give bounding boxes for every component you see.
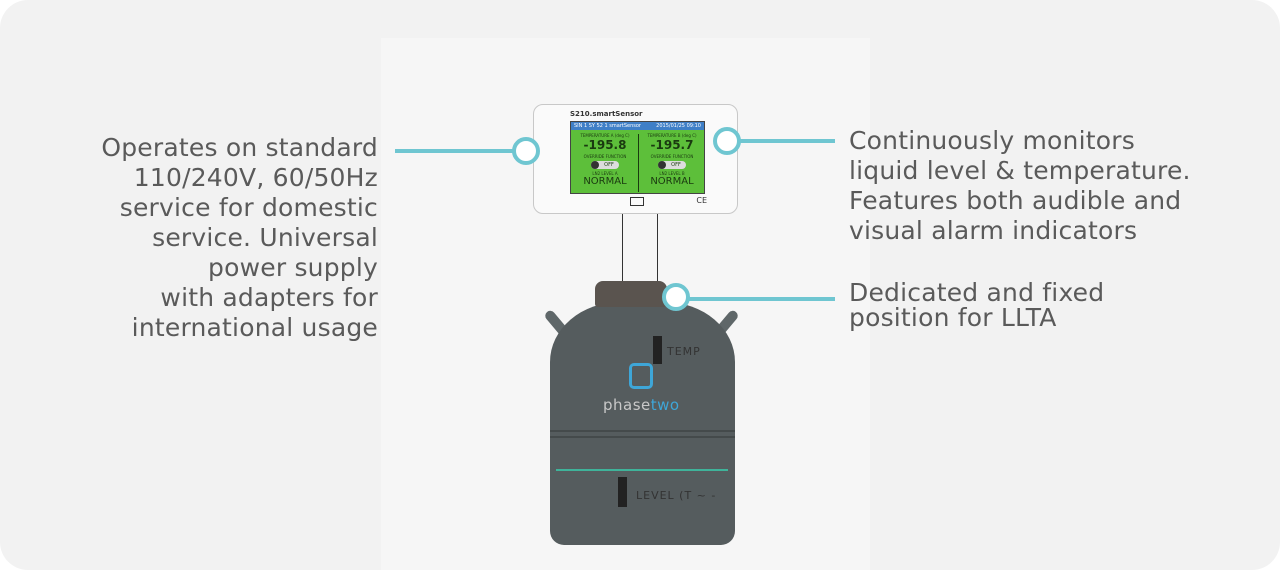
callout-dot-power bbox=[512, 137, 540, 165]
callout-line: service. Universal bbox=[152, 223, 378, 252]
brand-part: phase bbox=[603, 396, 651, 414]
brand-part: two bbox=[650, 396, 680, 414]
callout-dot-llta bbox=[662, 283, 690, 311]
callout-line: power supply bbox=[208, 253, 378, 282]
status-bar: SIN 1 SY 52 1 smartSensor 2015/01/25 09:1… bbox=[571, 122, 704, 130]
touch-icon bbox=[630, 197, 644, 206]
tank-lid bbox=[595, 281, 667, 307]
sensor-model: S210.smartSensor bbox=[570, 110, 643, 118]
brand-name: phasetwo bbox=[603, 396, 680, 414]
level-label: LEVEL (T ~ - bbox=[636, 489, 717, 502]
callout-line: position for LLTA bbox=[849, 303, 1057, 332]
temp-label: TEMPERATURE B (deg C) bbox=[647, 133, 697, 138]
callout-line: 110/240V, 60/50Hz bbox=[133, 163, 378, 192]
callout-monitoring: Continuously monitors liquid level & tem… bbox=[849, 126, 1191, 246]
level-line bbox=[556, 469, 728, 471]
connector-line-monitoring bbox=[738, 139, 835, 143]
channel-a: TEMPERATURE A (deg C) -195.8 OVERRIDE FU… bbox=[572, 131, 638, 194]
callout-dot-monitoring bbox=[713, 127, 741, 155]
temp-probe bbox=[653, 336, 662, 364]
level-label: LN2 LEVEL B bbox=[659, 171, 685, 176]
level-label: LN2 LEVEL A bbox=[592, 171, 618, 176]
callout-line: international usage bbox=[131, 313, 378, 342]
tank-band bbox=[550, 430, 735, 432]
dewar-tank bbox=[550, 302, 735, 545]
temp-value: -195.8 bbox=[583, 138, 627, 152]
connector-line-llta bbox=[688, 297, 835, 301]
sensor-screen[interactable]: SIN 1 SY 52 1 smartSensor 2015/01/25 09:1… bbox=[570, 121, 705, 194]
callout-llta: Dedicated and fixed position for LLTA bbox=[849, 280, 1104, 330]
temp-value: -195.7 bbox=[650, 138, 694, 152]
level-status: NORMAL bbox=[583, 176, 627, 187]
status-left: SIN 1 SY 52 1 smartSensor bbox=[574, 123, 641, 129]
ce-mark: CE bbox=[696, 196, 707, 205]
callout-power: Operates on standard 110/240V, 60/50Hz s… bbox=[48, 133, 378, 343]
callout-line: visual alarm indicators bbox=[849, 216, 1138, 245]
override-toggle[interactable]: OFF bbox=[658, 161, 686, 169]
tank-band bbox=[550, 436, 735, 438]
callout-line: Features both audible and bbox=[849, 186, 1182, 215]
smart-sensor-device: S210.smartSensor SIN 1 SY 52 1 smartSens… bbox=[533, 104, 738, 214]
temp-probe-wire bbox=[657, 214, 658, 336]
status-time: 2015/01/25 09:10 bbox=[656, 123, 701, 129]
phasetwo-logo-icon bbox=[629, 363, 653, 389]
level-status: NORMAL bbox=[650, 176, 694, 187]
callout-line: with adapters for bbox=[160, 283, 378, 312]
callout-line: service for domestic bbox=[119, 193, 378, 222]
override-toggle[interactable]: OFF bbox=[591, 161, 619, 169]
callout-line: Dedicated and fixed bbox=[849, 278, 1105, 307]
override-label: OVERRIDE FUNCTION bbox=[583, 154, 627, 159]
callout-line: liquid level & temperature. bbox=[849, 156, 1191, 185]
callout-line: Continuously monitors bbox=[849, 126, 1135, 155]
channel-b: TEMPERATURE B (deg C) -195.7 OVERRIDE FU… bbox=[639, 131, 705, 194]
level-probe bbox=[618, 477, 627, 507]
callout-line: Operates on standard bbox=[101, 133, 378, 162]
override-label: OVERRIDE FUNCTION bbox=[650, 154, 694, 159]
divider bbox=[638, 134, 639, 192]
temp-label: TEMPERATURE A (deg C) bbox=[580, 133, 630, 138]
temp-label: TEMP bbox=[667, 345, 701, 358]
connector-line-power bbox=[395, 149, 513, 153]
